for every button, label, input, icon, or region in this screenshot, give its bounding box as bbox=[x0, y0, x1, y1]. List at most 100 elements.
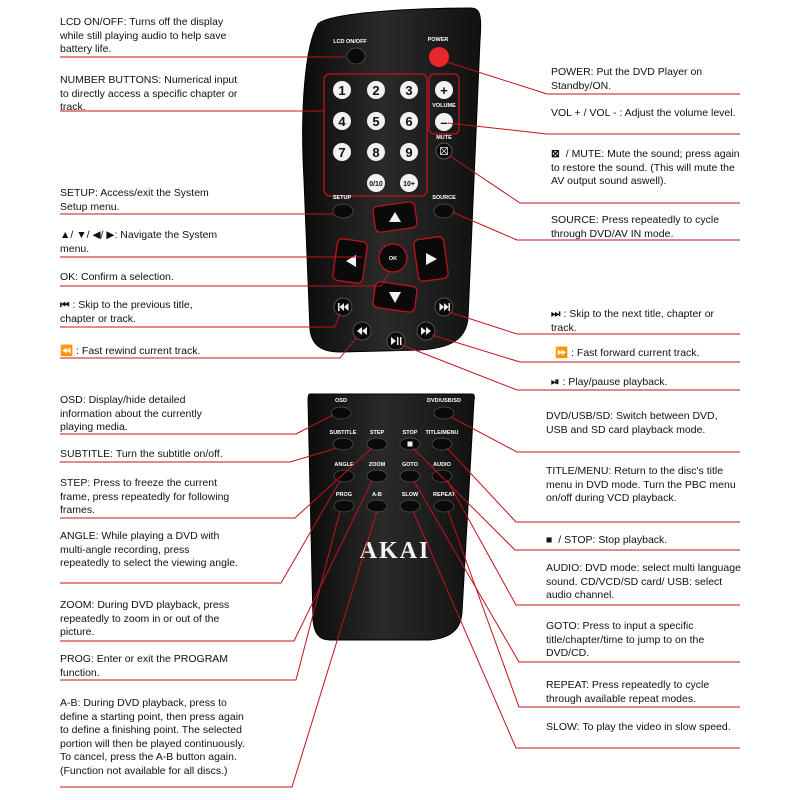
number-key-0-10-label: 0/10 bbox=[369, 181, 383, 188]
mute-icon bbox=[440, 147, 448, 155]
number-key-2[interactable] bbox=[367, 81, 385, 99]
number-key-7[interactable] bbox=[333, 143, 351, 161]
source-label: SOURCE bbox=[432, 195, 456, 201]
osd-button[interactable] bbox=[330, 406, 352, 420]
dvdusbsd-button[interactable] bbox=[433, 406, 455, 420]
number-key-7-label: 7 bbox=[338, 145, 345, 160]
dvdusbsd-label: DVD/USB/SD bbox=[427, 398, 461, 404]
skip-previous-icon bbox=[338, 303, 349, 311]
note-power: POWER: Put the DVD Player on Standby/ON. bbox=[551, 66, 703, 92]
lcd-label: LCD ON/OFF bbox=[333, 39, 367, 45]
leader-step bbox=[60, 447, 373, 519]
leader-slow bbox=[412, 510, 740, 749]
number-key-9[interactable] bbox=[400, 143, 418, 161]
note-zoom: ZOOM: During DVD playback, press repeate… bbox=[60, 599, 230, 638]
ok-label: OK bbox=[389, 256, 397, 262]
step-button[interactable] bbox=[366, 437, 388, 451]
note-angle: ANGLE: While playing a DVD with multi-an… bbox=[60, 530, 239, 569]
volume-up-button[interactable] bbox=[435, 81, 453, 99]
power-label: POWER bbox=[428, 37, 449, 43]
titlemenu-button[interactable] bbox=[431, 437, 453, 451]
note-slow: SLOW: To play the video in slow speed. bbox=[546, 721, 731, 733]
note-numbers: NUMBER BUTTONS: Numerical input to direc… bbox=[60, 74, 238, 113]
source-button[interactable] bbox=[433, 203, 455, 219]
ab-button[interactable] bbox=[366, 499, 388, 513]
left-arrow-icon bbox=[346, 255, 356, 267]
number-key-0-10[interactable] bbox=[367, 174, 385, 192]
leader-titlemenu bbox=[446, 447, 740, 523]
number-key-4[interactable] bbox=[333, 112, 351, 130]
number-key-5[interactable] bbox=[367, 112, 385, 130]
angle-button[interactable] bbox=[333, 469, 355, 483]
rewind-icon bbox=[357, 327, 367, 335]
zoom-label: ZOOM bbox=[369, 462, 386, 468]
note-volume: VOL + / VOL - : Adjust the volume level. bbox=[551, 107, 736, 119]
rewind-icon: ⏪ bbox=[60, 345, 74, 357]
audio-button[interactable] bbox=[431, 469, 453, 483]
number-key-10-plus-label: 10+ bbox=[403, 181, 415, 188]
leader-lines bbox=[60, 56, 740, 788]
skip-previous-icon: ⏮ bbox=[60, 299, 70, 311]
osd-label: OSD bbox=[335, 398, 347, 404]
play-pause-icon: ⏯ bbox=[551, 376, 560, 388]
subtitle-button[interactable] bbox=[332, 437, 354, 451]
number-keys: 1 2 3 4 5 6 7 8 9 0/10 10+ bbox=[333, 81, 418, 192]
prog-button[interactable] bbox=[333, 499, 355, 513]
note-setup: SETUP: Access/exit the System Setup menu… bbox=[60, 187, 209, 213]
repeat-label: REPEAT bbox=[433, 492, 456, 498]
power-button[interactable] bbox=[429, 47, 449, 67]
volume-label: VOLUME bbox=[432, 103, 456, 109]
number-key-3-label: 3 bbox=[405, 83, 412, 98]
volume-panel bbox=[428, 73, 460, 135]
play-pause-icon bbox=[391, 337, 402, 345]
zoom-button[interactable] bbox=[366, 469, 388, 483]
ab-label: A-B bbox=[372, 492, 382, 498]
fast-forward-icon bbox=[421, 327, 431, 335]
leader-power bbox=[446, 61, 740, 95]
fast-forward-icon: ⏩ bbox=[555, 347, 569, 359]
number-key-8[interactable] bbox=[367, 143, 385, 161]
number-key-4-label: 4 bbox=[338, 114, 346, 129]
number-key-9-label: 9 bbox=[405, 145, 412, 160]
setup-button[interactable] bbox=[332, 203, 354, 219]
leader-mute bbox=[449, 155, 740, 204]
note-subtitle: SUBTITLE: Turn the subtitle on/off. bbox=[60, 448, 223, 460]
number-key-1[interactable] bbox=[333, 81, 351, 99]
number-key-5-label: 5 bbox=[372, 114, 379, 129]
skip-next-icon bbox=[439, 303, 450, 311]
leader-stop bbox=[412, 447, 740, 551]
leader-volume bbox=[447, 122, 740, 135]
note-next-text: : Skip to the next title, chapter or tra… bbox=[551, 308, 715, 334]
lcd-onoff-button[interactable] bbox=[346, 47, 366, 65]
leader-rewind bbox=[60, 337, 357, 359]
brand-logo: AKAI bbox=[360, 538, 431, 564]
stop-icon bbox=[407, 441, 413, 447]
volume-down-label: – bbox=[440, 115, 447, 130]
volume-down-button[interactable] bbox=[435, 113, 453, 131]
note-rewind-text: : Fast rewind current track. bbox=[76, 345, 201, 357]
number-key-6-label: 6 bbox=[405, 114, 412, 129]
goto-button[interactable] bbox=[399, 469, 421, 483]
number-key-10-plus[interactable] bbox=[400, 174, 418, 192]
note-osd: OSD: Display/hide detailed information a… bbox=[60, 394, 202, 433]
note-prev-text: : Skip to the previous title, chapter or… bbox=[60, 299, 193, 325]
note-step: STEP: Press to freeze the current frame,… bbox=[60, 477, 230, 516]
number-key-3[interactable] bbox=[400, 81, 418, 99]
number-key-2-label: 2 bbox=[372, 83, 379, 98]
note-playpause-text: : Play/pause playback. bbox=[562, 376, 668, 388]
stop-icon: ■ bbox=[546, 534, 553, 546]
note-forward-text: : Fast forward current track. bbox=[571, 347, 700, 359]
ok-button[interactable] bbox=[378, 243, 408, 273]
note-goto: GOTO: Press to input a specific title/ch… bbox=[546, 620, 705, 659]
nav-cluster: OK bbox=[332, 201, 449, 313]
note-prog: PROG: Enter or exit the PROGRAM function… bbox=[60, 653, 229, 679]
repeat-button[interactable] bbox=[433, 499, 455, 513]
leader-osd bbox=[60, 414, 334, 435]
number-key-6[interactable] bbox=[400, 112, 418, 130]
audio-label: AUDIO bbox=[433, 462, 451, 468]
note-stop-text: / STOP: Stop playback. bbox=[555, 534, 668, 546]
leader-next bbox=[448, 311, 740, 335]
leader-audio bbox=[446, 479, 740, 606]
subtitle-label: SUBTITLE bbox=[330, 430, 357, 436]
slow-button[interactable] bbox=[399, 499, 421, 513]
